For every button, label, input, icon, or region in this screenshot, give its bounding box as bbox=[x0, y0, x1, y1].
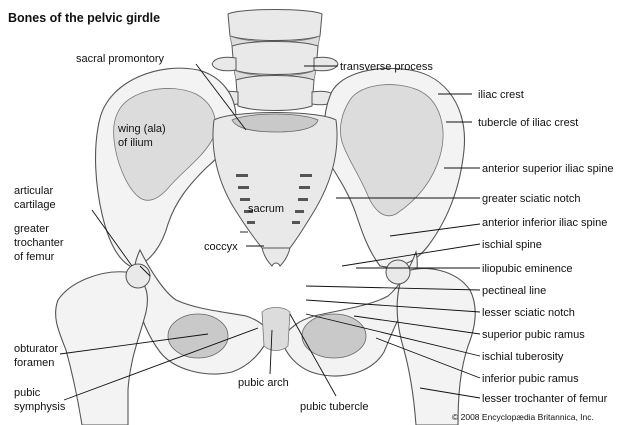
label-pubic-tubercle: pubic tubercle bbox=[300, 401, 369, 413]
label-sacrum: sacrum bbox=[248, 203, 284, 215]
label-wing-ala-line2: of ilium bbox=[118, 137, 153, 149]
label-pubic-arch: pubic arch bbox=[238, 377, 289, 389]
label-greater-trochanter-line2: trochanter bbox=[14, 237, 64, 249]
left-femoral-head bbox=[126, 264, 150, 288]
label-ischial-tuberosity: ischial tuberosity bbox=[482, 351, 564, 363]
label-pectineal-line: pectineal line bbox=[482, 285, 546, 297]
label-greater-trochanter-line1: greater bbox=[14, 223, 49, 235]
label-iliopubic-eminence: iliopubic eminence bbox=[482, 263, 573, 275]
label-sacral-promontory: sacral promontory bbox=[76, 53, 165, 65]
label-ischial-spine: ischial spine bbox=[482, 239, 542, 251]
label-pubic-symphysis-line1: pubic bbox=[14, 387, 41, 399]
diagram-title: Bones of the pelvic girdle bbox=[8, 11, 160, 25]
label-tubercle-of-iliac-crest: tubercle of iliac crest bbox=[478, 117, 578, 129]
label-anterior-inferior-iliac-spine: anterior inferior iliac spine bbox=[482, 217, 607, 229]
right-femur bbox=[397, 269, 475, 425]
label-greater-trochanter-line3: of femur bbox=[14, 251, 55, 263]
copyright-notice: © 2008 Encyclopædia Britannica, Inc. bbox=[452, 412, 594, 422]
sacrum-shape bbox=[213, 113, 337, 249]
label-lesser-sciatic-notch: lesser sciatic notch bbox=[482, 307, 575, 319]
label-lesser-trochanter: lesser trochanter of femur bbox=[482, 393, 608, 405]
label-coccyx: coccyx bbox=[204, 241, 238, 253]
label-inferior-pubic-ramus: inferior pubic ramus bbox=[482, 373, 579, 385]
label-articular-cartilage-line2: cartilage bbox=[14, 199, 56, 211]
left-obturator-foramen bbox=[168, 314, 228, 358]
coccyx-shape bbox=[262, 248, 290, 266]
label-obturator-foramen-line2: foramen bbox=[14, 357, 54, 369]
right-femoral-head bbox=[386, 260, 410, 284]
label-anterior-superior-iliac-spine: anterior superior iliac spine bbox=[482, 163, 613, 175]
label-wing-ala-line1: wing (ala) bbox=[117, 123, 166, 135]
label-articular-cartilage-line1: articular bbox=[14, 185, 53, 197]
label-iliac-crest: iliac crest bbox=[478, 89, 524, 101]
label-pubic-symphysis-line2: symphysis bbox=[14, 401, 66, 413]
pubic-symphysis-shape bbox=[262, 308, 290, 351]
label-greater-sciatic-notch: greater sciatic notch bbox=[482, 193, 580, 205]
label-obturator-foramen-line1: obturator bbox=[14, 343, 58, 355]
label-superior-pubic-ramus: superior pubic ramus bbox=[482, 329, 585, 341]
label-transverse-process: transverse process bbox=[340, 61, 433, 73]
